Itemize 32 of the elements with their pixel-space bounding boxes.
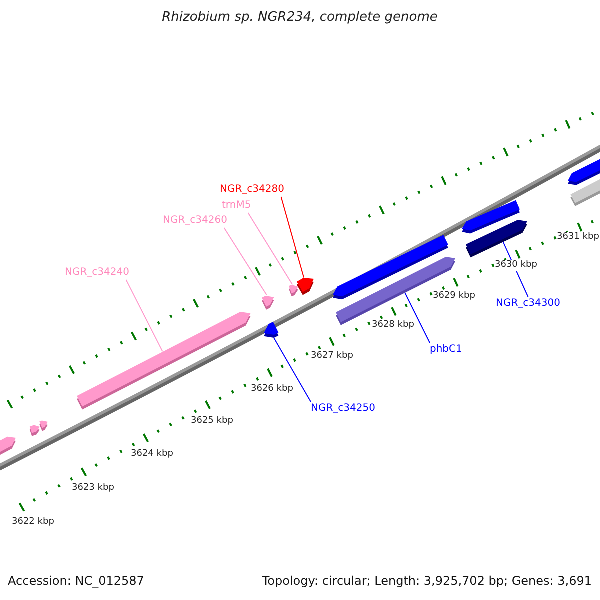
leader-line (126, 280, 164, 352)
gene-feature (297, 278, 314, 296)
gene-feature (288, 285, 298, 297)
position-label: 3625 kbp (191, 416, 234, 427)
position-label: 3626 kbp (251, 384, 294, 395)
gene-label: NGR_c34260 (163, 215, 228, 227)
accession-label: Accession: NC_012587 (8, 574, 144, 588)
gene-feature (77, 312, 251, 410)
position-label: 3630 kbp (495, 260, 538, 271)
position-label: 3623 kbp (72, 483, 114, 494)
title: Rhizobium sp. NGR234, complete genome (161, 10, 439, 26)
gene-label: trnM5 (222, 200, 252, 212)
gene-label: NGR_c34250 (311, 403, 376, 415)
position-label: 3631 kbp (557, 232, 600, 243)
leader-line (248, 212, 294, 286)
leader-line (274, 338, 312, 402)
leader-line (404, 292, 430, 344)
gene-label: NGR_c34240 (65, 267, 130, 279)
gene-feature (262, 296, 274, 310)
leader-line (280, 196, 305, 278)
gene-feature (466, 220, 527, 258)
position-label: 3624 kbp (131, 449, 174, 460)
genome-info: Topology: circular; Length: 3,925,702 bp; Genes: 3,691 (262, 574, 592, 588)
position-label: 3627 kbp (311, 351, 354, 362)
gene-label: NGR_c34300 (496, 298, 560, 310)
position-label: 3629 kbp (433, 291, 476, 302)
gene-label: phbC1 (430, 344, 462, 356)
gene-label: NGR_c34280 (220, 184, 284, 196)
leader-line (224, 228, 268, 296)
position-label: 3622 kbp (12, 517, 54, 528)
position-label: 3628 kbp (372, 320, 414, 331)
gene-feature (264, 322, 279, 338)
